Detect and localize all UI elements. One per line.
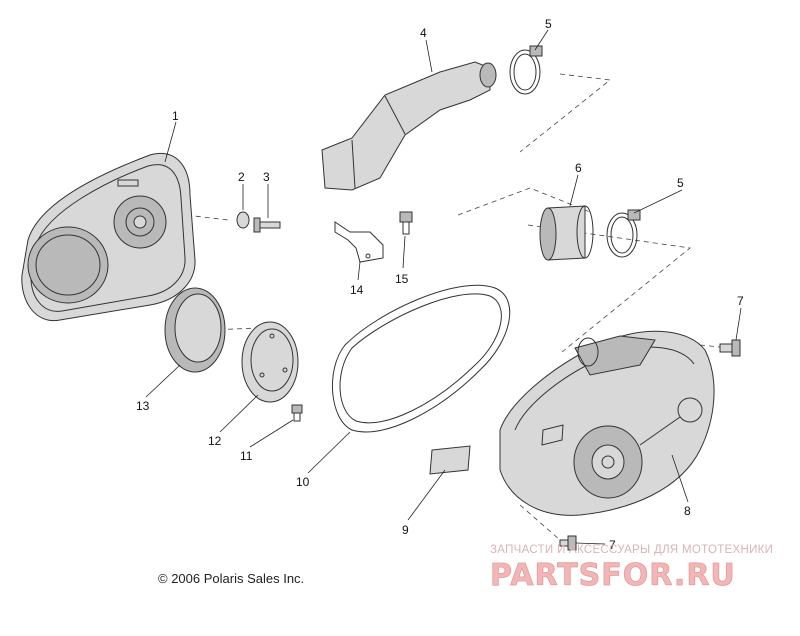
callout-9: 9 [402,523,409,537]
screw-small-lower [291,404,303,422]
callout-7-upper: 7 [737,294,744,308]
bolt [253,217,281,233]
callout-10: 10 [296,475,310,489]
callout-4: 4 [420,26,427,40]
retainer-plate [241,321,299,403]
watermark-brand: PARTSFOR.RU [490,558,736,593]
callout-labels: 1 2 3 4 5 5 6 7 7 8 9 10 11 12 13 14 15 [136,17,744,552]
callout-6: 6 [575,161,582,175]
inner-clutch-cover [21,153,196,322]
outer-clutch-cover [499,330,715,516]
warning-label [429,445,471,475]
duct-coupler [539,205,594,261]
callout-2: 2 [238,170,245,184]
callout-1: 1 [172,109,179,123]
washer [236,211,250,229]
callout-15: 15 [395,272,409,286]
intake-duct [321,61,497,191]
callout-5-lower: 5 [677,176,684,190]
callout-14: 14 [350,283,364,297]
hose-clamp-upper [509,45,543,95]
watermark: ЗАПЧАСТИ И АКСЕССУАРЫ ДЛЯ МОТОТЕХНИКИ PA… [490,544,773,593]
hose-clamp-lower [606,209,641,258]
callout-13: 13 [136,399,150,413]
screw-small-upper [399,211,413,235]
mounting-bracket [334,221,384,263]
callout-11: 11 [240,449,253,463]
callout-12: 12 [208,434,222,448]
drive-belt [331,284,511,433]
watermark-tagline: ЗАПЧАСТИ И АКСЕССУАРЫ ДЛЯ МОТОТЕХНИКИ [490,544,773,556]
callout-7-lower: 7 [609,538,616,552]
outer-seal [164,287,226,373]
leader-lines [145,29,742,545]
callout-3: 3 [263,170,270,184]
cover-bolt-upper [719,339,741,357]
callout-8: 8 [684,504,691,518]
callout-5-upper: 5 [545,17,552,31]
copyright-notice: © 2006 Polaris Sales Inc. [158,571,304,586]
